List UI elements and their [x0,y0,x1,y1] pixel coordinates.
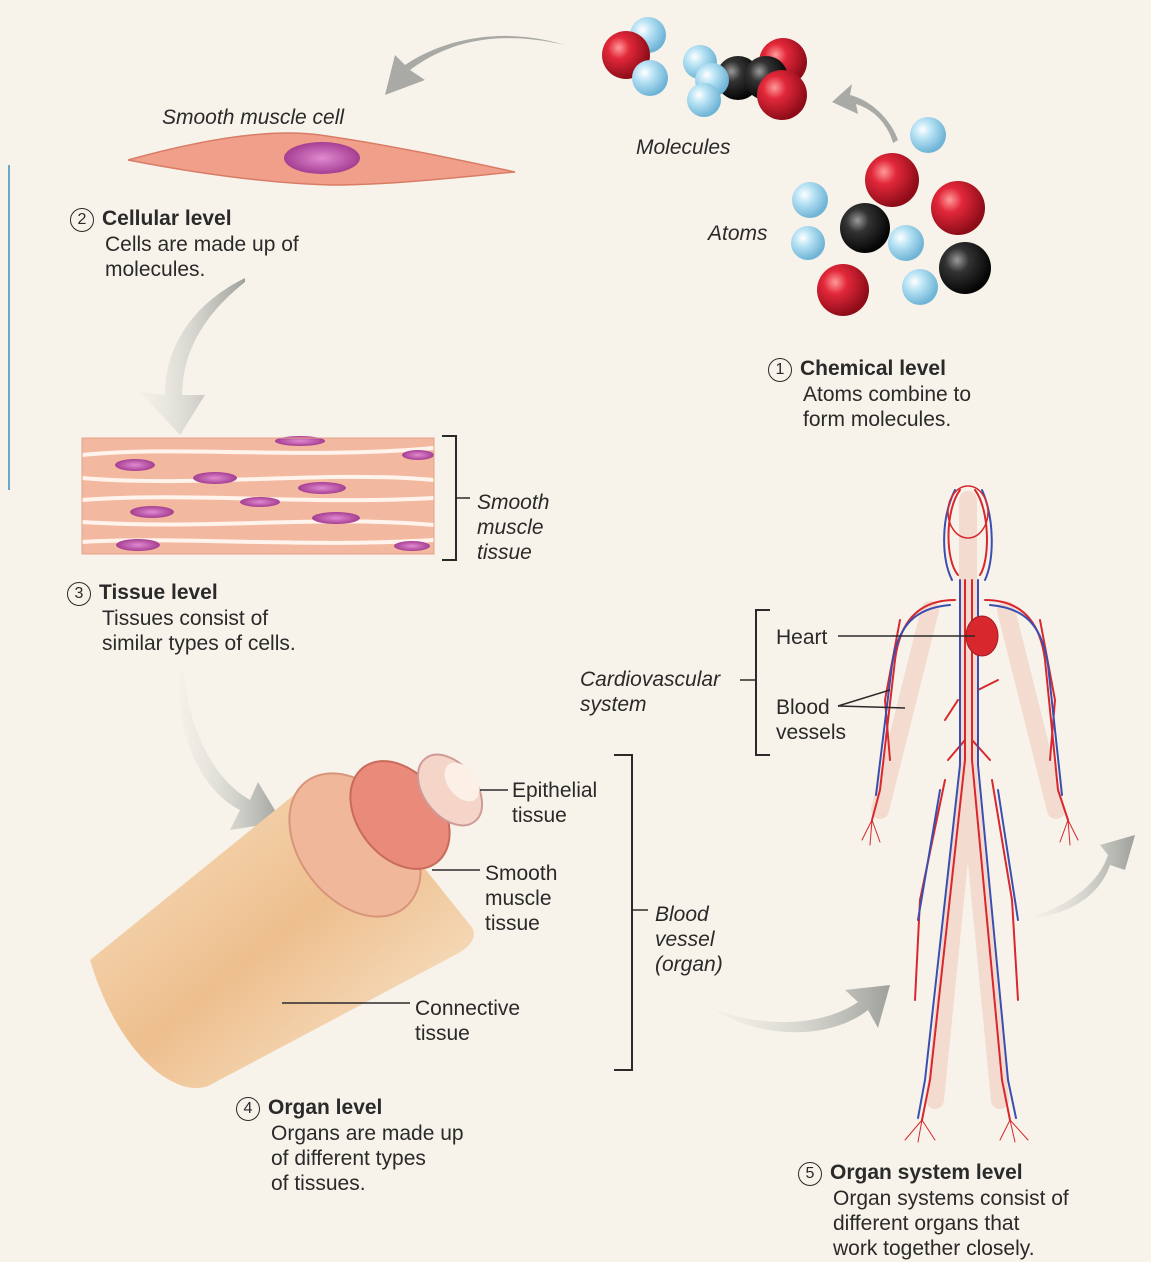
cardiovascular-system-label: Cardiovascular system [580,667,720,717]
atoms-illustration [791,117,991,316]
step-organ-system-level: 5 Organ system level Organ systems consis… [798,1160,1069,1261]
step-chemical-level: 1 Chemical level Atoms combine to form mo… [768,356,971,432]
organ-bracket [614,755,632,1070]
cardiovascular-system-illustration [862,486,1078,1142]
vessel-smooth-muscle-label: Smooth muscle tissue [485,861,557,936]
step-description-line: Atoms combine to [803,382,971,407]
molecules-illustration [602,17,807,120]
step-number-badge: 5 [798,1162,822,1186]
epithelial-tissue-label: Epithelial tissue [512,778,597,828]
step-description-line: of tissues. [271,1171,464,1196]
smooth-muscle-cell-illustration [128,133,515,185]
step-title: Cellular level [102,207,232,230]
step-number-badge: 3 [67,582,91,606]
arrow-organ-to-system [712,985,890,1032]
arrow-atoms-to-molecules [832,84,898,143]
step-description-line: form molecules. [803,407,971,432]
blood-vessel-organ-label: Blood vessel (organ) [655,902,723,977]
step-title: Tissue level [99,581,218,604]
step-cellular-level: 2 Cellular level Cells are made up of mol… [70,206,299,282]
step-description-line: similar types of cells. [102,631,296,656]
step-description-line: Tissues consist of [102,606,296,631]
step-tissue-level: 3 Tissue level Tissues consist of similar… [67,580,296,656]
smooth-muscle-tissue-label: Smooth muscle tissue [477,490,549,565]
molecules-label: Molecules [636,135,731,160]
step-number-badge: 1 [768,358,792,382]
atoms-label: Atoms [708,221,768,246]
tissue-bracket [442,436,456,560]
step-description-line: of different types [271,1146,464,1171]
step-title: Organ system level [830,1161,1023,1184]
step-description-line: work together closely. [833,1236,1069,1261]
step-description-line: Organs are made up [271,1121,464,1146]
arrow-tissue-to-organ [180,665,282,830]
smooth-muscle-cell-label: Smooth muscle cell [162,105,344,130]
arrow-cell-to-tissue [140,278,245,435]
muscle-tissue-illustration [82,436,434,554]
step-description-line: Organ systems consist of [833,1186,1069,1211]
system-bracket [756,610,770,755]
heart-label: Heart [776,625,827,650]
connective-tissue-label: Connective tissue [415,996,520,1046]
step-number-badge: 4 [236,1097,260,1121]
step-organ-level: 4 Organ level Organs are made up of diffe… [236,1095,464,1196]
step-description-line: Cells are made up of [105,232,299,257]
step-description-line: different organs that [833,1211,1069,1236]
step-title: Organ level [268,1096,382,1119]
blood-vessels-label: Blood vessels [776,695,846,745]
arrow-system-exit [1030,835,1135,918]
step-title: Chemical level [800,357,946,380]
step-number-badge: 2 [70,208,94,232]
step-description-line: molecules. [105,257,299,282]
arrow-molecules-to-cell [385,36,565,95]
